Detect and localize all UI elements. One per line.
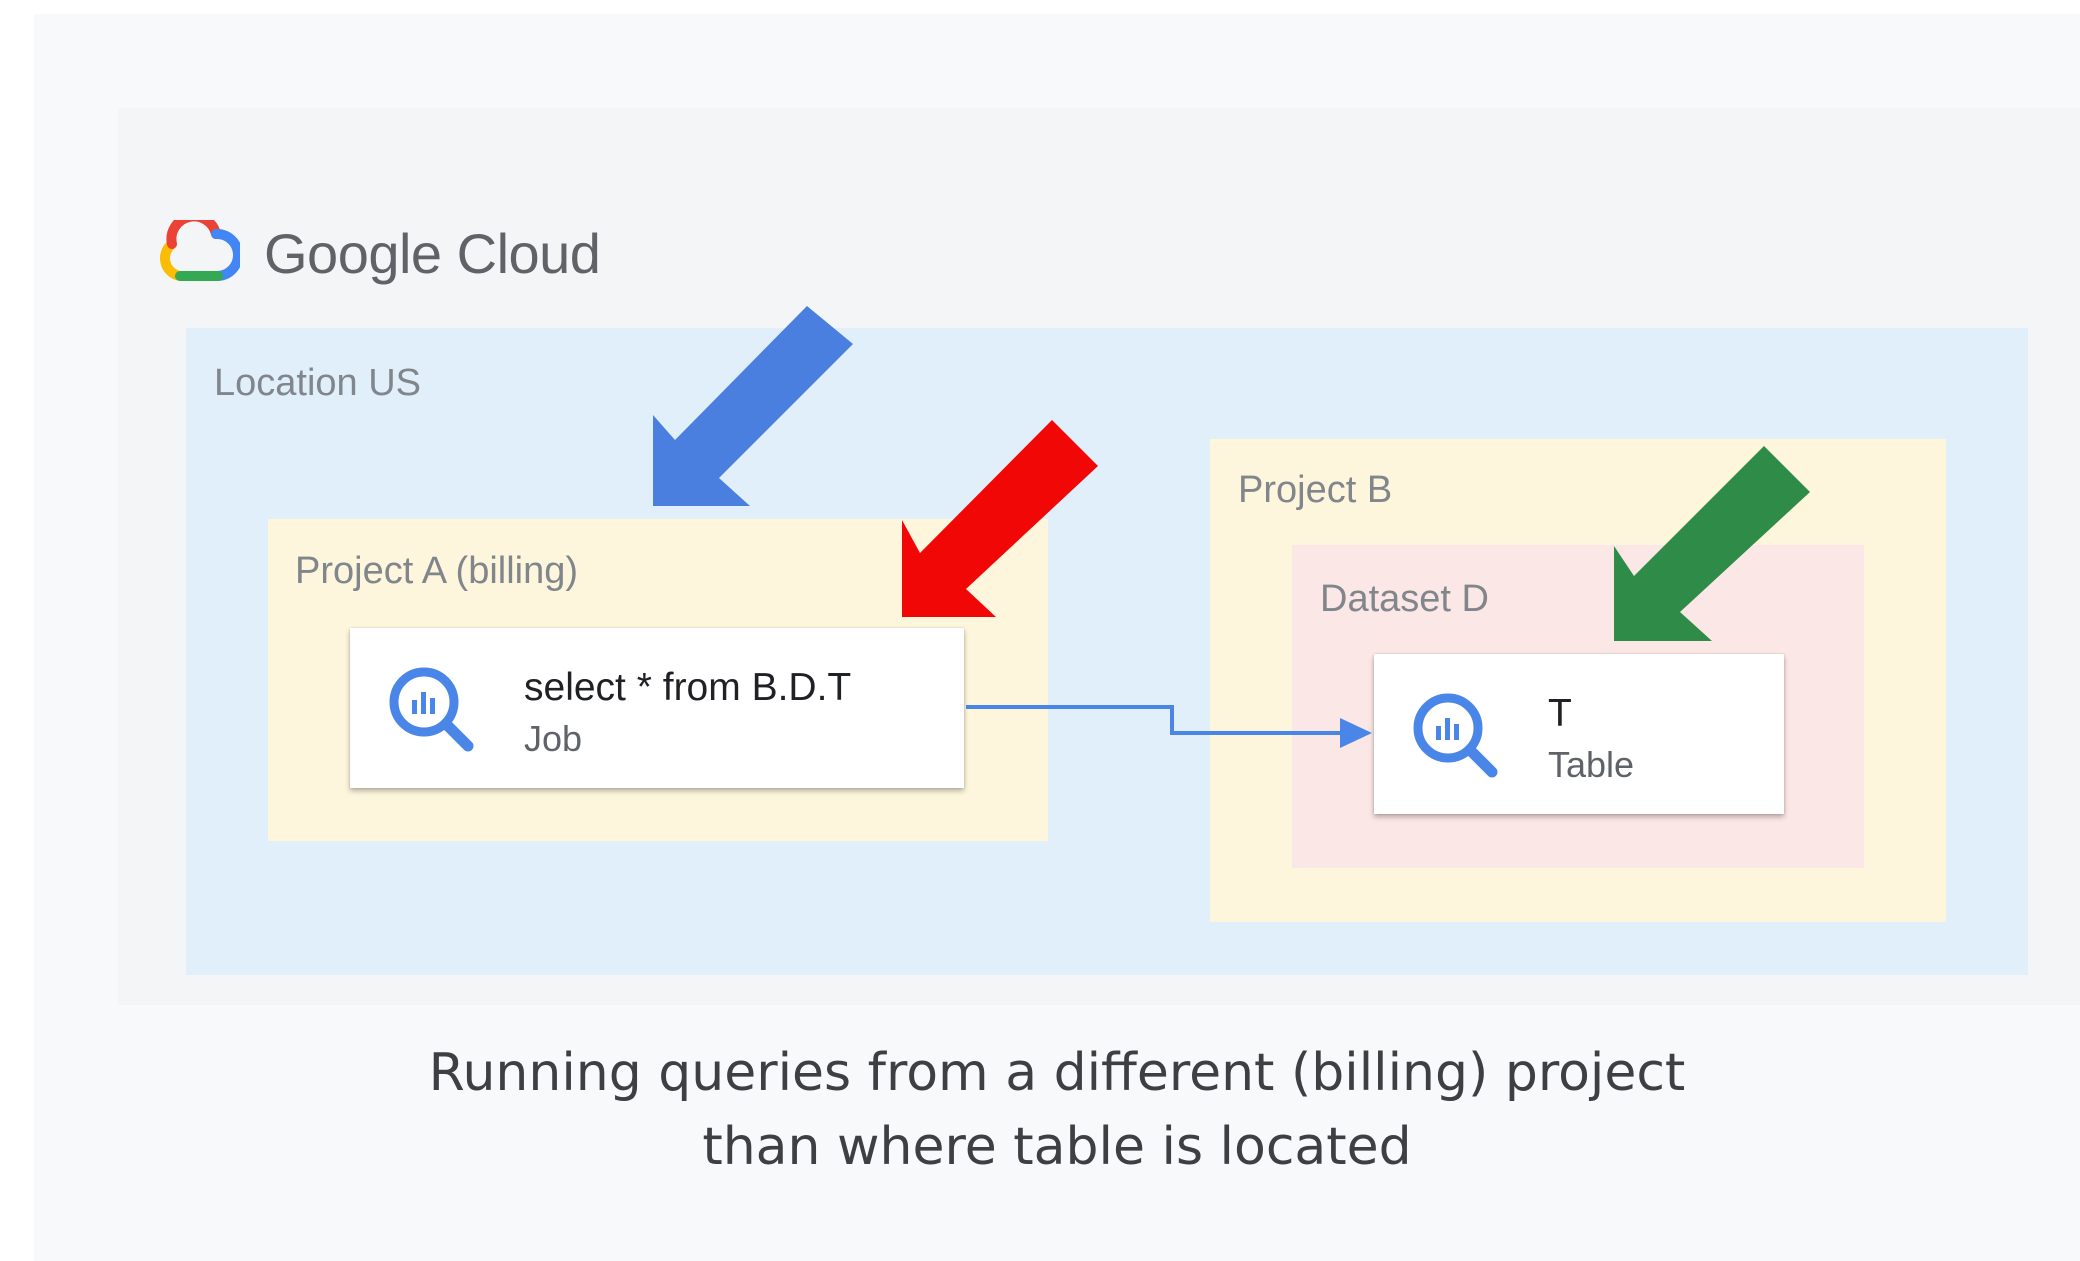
bigquery-icon bbox=[1413, 693, 1498, 778]
table-card[interactable]: T Table bbox=[1374, 654, 1784, 814]
table-type-label: Table bbox=[1548, 744, 1635, 785]
bigquery-icon bbox=[389, 667, 474, 752]
job-type-label: Job bbox=[524, 718, 583, 759]
caption-line-1: Running queries from a different (billin… bbox=[428, 1043, 1686, 1103]
job-query-text: select * from B.D.T bbox=[524, 666, 852, 709]
location-label: Location US bbox=[214, 362, 422, 404]
job-card[interactable]: select * from B.D.T Job bbox=[350, 628, 964, 788]
dataset-d-label: Dataset D bbox=[1320, 578, 1489, 620]
google-cloud-wordmark: Google Cloud bbox=[264, 221, 601, 285]
project-a-label: Project A (billing) bbox=[295, 550, 579, 592]
caption-line-2: than where table is located bbox=[702, 1117, 1412, 1177]
google-cloud-icon bbox=[160, 220, 240, 281]
google-cloud-logo: Google Cloud bbox=[158, 213, 601, 293]
table-name: T bbox=[1548, 692, 1572, 735]
project-b-label: Project B bbox=[1238, 469, 1393, 511]
